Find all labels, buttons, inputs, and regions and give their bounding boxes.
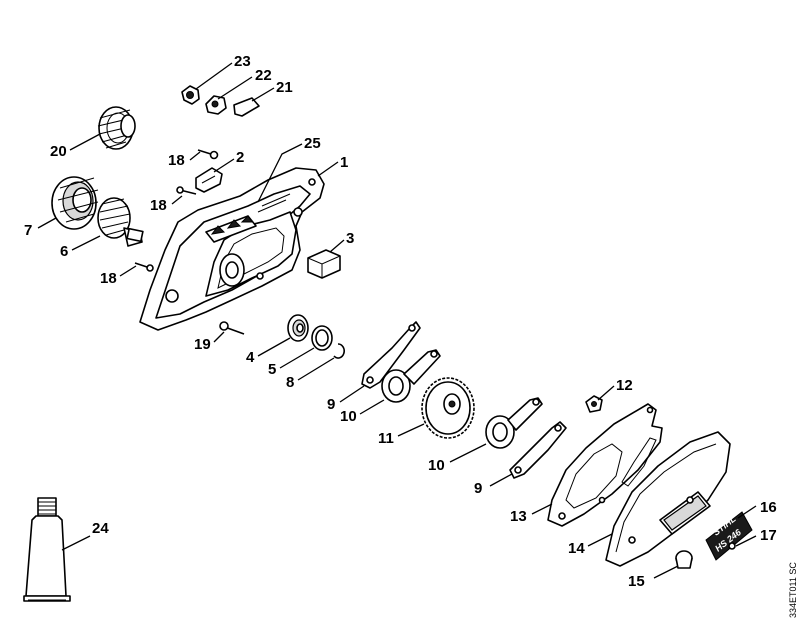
callout-5: 5 [268, 361, 276, 378]
callout-8: 8 [286, 374, 294, 391]
callout-3: 3 [346, 230, 354, 247]
part-5-washer[interactable] [311, 325, 333, 351]
part-6-pinion[interactable] [97, 197, 144, 247]
callout-10-lower: 10 [428, 457, 445, 474]
callout-9-upper: 9 [327, 396, 335, 413]
callout-22: 22 [255, 67, 272, 84]
callout-16: 16 [760, 499, 777, 516]
callout-17: 17 [760, 527, 777, 544]
callout-24: 24 [92, 520, 109, 537]
part-2-cover[interactable] [195, 167, 223, 193]
callout-21: 21 [276, 79, 293, 96]
part-9-link-lower[interactable] [509, 421, 567, 479]
part-23-nut[interactable] [181, 85, 200, 105]
part-15-plug[interactable] [675, 550, 693, 569]
part-17-pin[interactable] [728, 542, 736, 550]
callout-12: 12 [616, 377, 633, 394]
part-22-plate[interactable] [205, 95, 227, 115]
part-18-screw-top[interactable] [197, 149, 219, 160]
part-20-needle-cage[interactable] [97, 106, 136, 150]
part-18-screw-middle[interactable] [176, 186, 197, 195]
part-10-rod-lower[interactable] [485, 397, 543, 449]
callout-15: 15 [628, 573, 645, 590]
part-8-circlip[interactable] [333, 343, 345, 359]
callout-1: 1 [340, 154, 348, 171]
callout-10-upper: 10 [340, 408, 357, 425]
part-4-ball-bearing[interactable] [287, 314, 309, 342]
callout-6: 6 [60, 243, 68, 260]
callout-7: 7 [24, 222, 32, 239]
part-21-pad[interactable] [233, 97, 260, 117]
callout-9-lower: 9 [474, 480, 482, 497]
callout-25: 25 [304, 135, 321, 152]
part-7-bearing[interactable] [51, 176, 99, 230]
callout-19: 19 [194, 336, 211, 353]
callout-13: 13 [510, 508, 527, 525]
part-1-gear-housing[interactable] [139, 167, 325, 331]
part-24-grease-tube[interactable] [23, 497, 71, 602]
callout-18-middle: 18 [150, 197, 167, 214]
drawing-code: 334ET011 SC [788, 562, 798, 618]
part-19-screw[interactable] [219, 321, 245, 335]
part-12-pivot[interactable] [585, 395, 603, 413]
callout-20: 20 [50, 143, 67, 160]
callout-14: 14 [568, 540, 585, 557]
part-18-screw-lower[interactable] [134, 262, 154, 272]
part-10-rod-upper[interactable] [381, 349, 441, 403]
callout-18-lower: 18 [100, 270, 117, 287]
callout-2: 2 [236, 149, 244, 166]
part-16-rating-plate[interactable]: STIHL HS 246 [705, 511, 753, 561]
callout-labels: 23 22 21 20 18 2 25 1 18 7 6 3 18 19 4 5… [24, 53, 777, 590]
part-11-spur-gear[interactable] [421, 377, 475, 439]
callout-4: 4 [246, 349, 255, 366]
callout-18-top: 18 [168, 152, 185, 169]
part-3-felt-block[interactable] [307, 249, 341, 279]
callout-11: 11 [378, 430, 394, 447]
part-9-link-upper[interactable] [361, 321, 421, 389]
callout-23: 23 [234, 53, 251, 70]
leader-lines [37, 62, 757, 579]
part-14-gear-cover[interactable] [605, 431, 731, 567]
part-13-gasket[interactable] [547, 403, 663, 527]
